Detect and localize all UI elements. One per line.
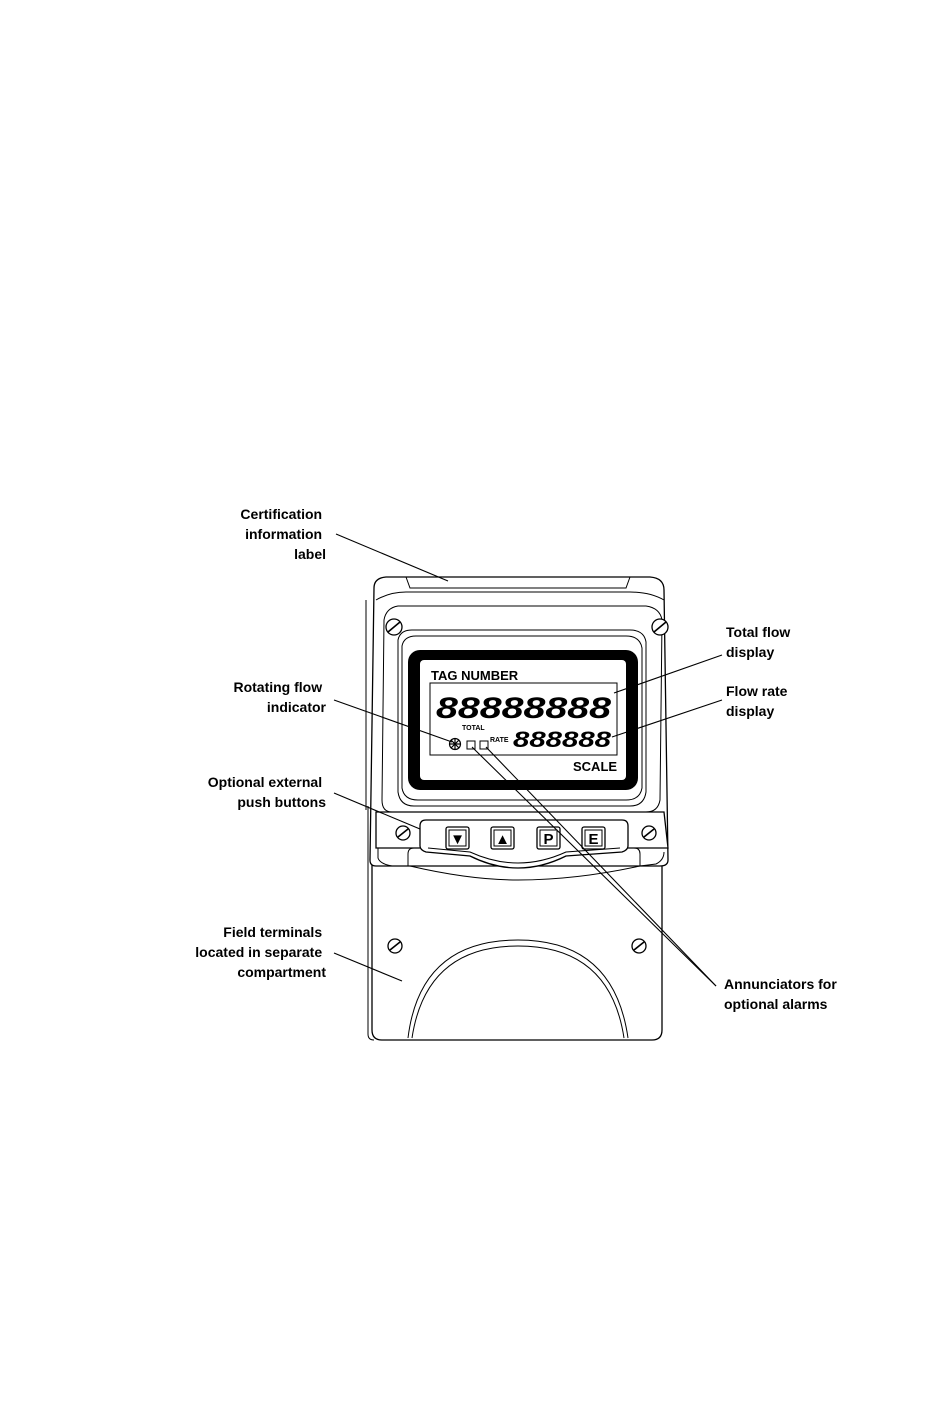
lcd-scale: SCALE xyxy=(573,759,617,774)
down-arrow-icon: ▼ xyxy=(450,831,465,848)
alarm-annunciator-1 xyxy=(467,741,475,749)
screw-icon xyxy=(388,939,402,953)
callout-certification-label: Certification information label xyxy=(240,506,326,562)
screw-icon xyxy=(632,939,646,953)
lcd-rate-label: RATE xyxy=(490,737,509,744)
lcd-rate-digits: 888888 xyxy=(513,727,612,752)
e-button[interactable]: E xyxy=(582,827,605,849)
screw-icon xyxy=(396,826,410,840)
up-button[interactable]: ▲ xyxy=(491,827,514,849)
lcd-display: TAG NUMBER 88888888 TOTAL RATE 888888 SC… xyxy=(408,650,638,790)
callout-rotating-flow-indicator: Rotating flow indicator xyxy=(233,679,326,715)
lcd-total-digits: 88888888 xyxy=(436,692,611,725)
callout-push-buttons: Optional external push buttons xyxy=(208,774,326,810)
e-button-label: E xyxy=(588,831,598,848)
up-arrow-icon: ▲ xyxy=(495,831,510,848)
callout-flow-rate-display: Flow rate display xyxy=(726,683,791,719)
screw-icon xyxy=(652,619,668,635)
callout-field-terminals: Field terminals located in separate comp… xyxy=(195,924,326,980)
screw-icon xyxy=(642,826,656,840)
callout-annunciators: Annunciators for optional alarms xyxy=(724,976,841,1012)
down-button[interactable]: ▼ xyxy=(446,827,469,849)
p-button-label: P xyxy=(543,831,553,848)
rotor-icon xyxy=(449,738,461,750)
screw-icon xyxy=(386,619,402,635)
lcd-tag-number: TAG NUMBER xyxy=(431,668,519,683)
lcd-total-label: TOTAL xyxy=(462,725,485,732)
callout-total-flow-display: Total flow display xyxy=(726,624,794,660)
instrument-housing xyxy=(366,577,668,1040)
